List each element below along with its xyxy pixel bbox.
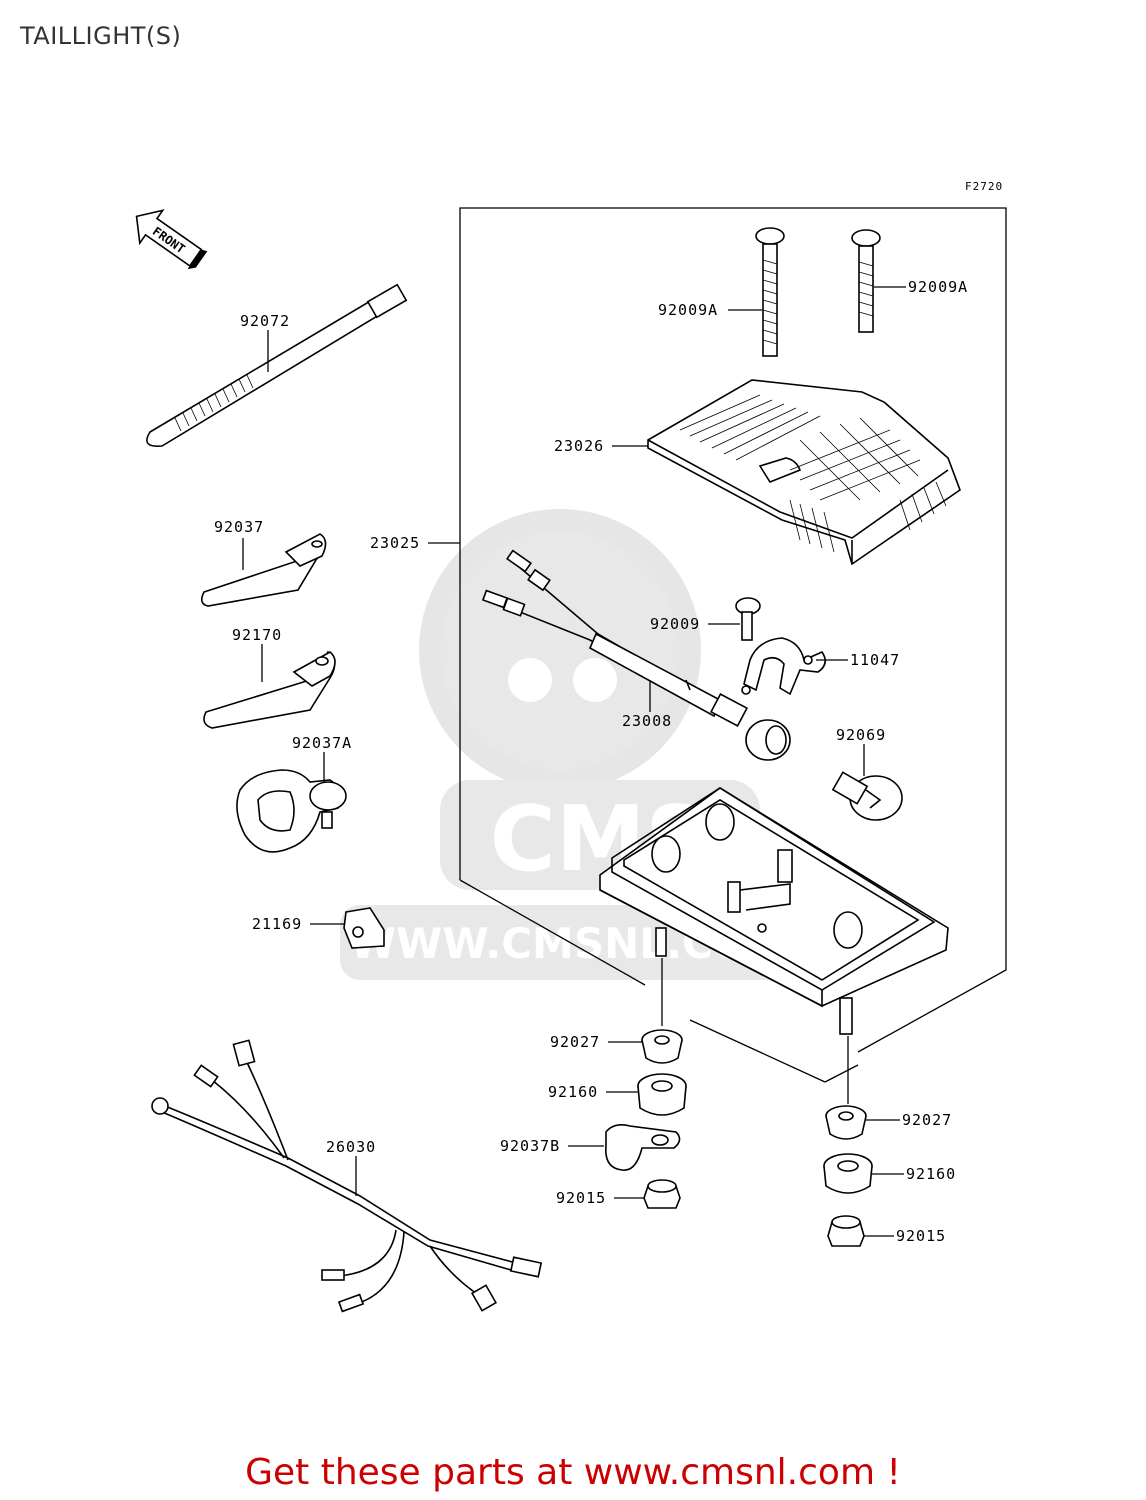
screw-92009-part	[735, 597, 761, 641]
diagram-title: TAILLIGHT(S)	[20, 22, 182, 50]
label-23025: 23025	[370, 534, 420, 552]
label-92160-left: 92160	[548, 1083, 598, 1101]
label-92027-left: 92027	[550, 1033, 600, 1051]
nut-92027-left-part	[641, 1029, 683, 1064]
clip-92037b-part	[605, 1124, 681, 1171]
nut-92015-left-part	[643, 1179, 681, 1209]
front-arrow-icon: FRONT	[135, 209, 208, 270]
clamp-92037-part	[200, 533, 327, 607]
socket-lead-part	[481, 549, 791, 761]
screw-92009a-right-part	[851, 229, 881, 333]
label-92015-right: 92015	[896, 1227, 946, 1245]
figure-code: F2720	[965, 180, 1003, 193]
label-92170: 92170	[232, 626, 282, 644]
label-92069: 92069	[836, 726, 886, 744]
label-92037a: 92037A	[292, 734, 352, 752]
label-23008: 23008	[622, 712, 672, 730]
nut-92015-right-part	[827, 1215, 865, 1247]
cable-tie-part	[146, 283, 408, 448]
clip-92037a-part	[236, 769, 347, 853]
label-21169: 21169	[252, 915, 302, 933]
label-92072: 92072	[240, 312, 290, 330]
grommet-92160-left-part	[637, 1073, 687, 1116]
parts-diagram: CMS WWW.CMSNL.COM F2720 FRONT 92072 9203…	[135, 180, 1007, 1313]
clamp-11047-part	[741, 637, 826, 696]
screw-92009a-left-part	[755, 227, 785, 357]
kit-boundary	[459, 207, 1007, 1053]
footer-promo-link[interactable]: Get these parts at www.cmsnl.com !	[245, 1452, 901, 1493]
label-26030: 26030	[326, 1138, 376, 1156]
grommet-92160-right-part	[823, 1153, 873, 1194]
nut-clip-part	[343, 907, 385, 949]
label-92015-left: 92015	[556, 1189, 606, 1207]
label-92009: 92009	[650, 615, 700, 633]
taillight-lens-part	[647, 379, 961, 566]
label-11047: 11047	[850, 651, 900, 669]
wire-harness-part	[151, 1039, 543, 1313]
label-92037b: 92037B	[500, 1137, 560, 1155]
label-92160-right: 92160	[906, 1165, 956, 1183]
label-92027-right: 92027	[902, 1111, 952, 1129]
taillight-housing-part	[599, 787, 949, 1035]
label-92009a-right: 92009A	[908, 278, 968, 296]
label-92037: 92037	[214, 518, 264, 536]
label-92009a-left: 92009A	[658, 301, 718, 319]
label-23026: 23026	[554, 437, 604, 455]
nut-92027-right-part	[825, 1105, 867, 1140]
bulb-part	[831, 771, 903, 821]
clamp-92170-part	[203, 650, 336, 729]
